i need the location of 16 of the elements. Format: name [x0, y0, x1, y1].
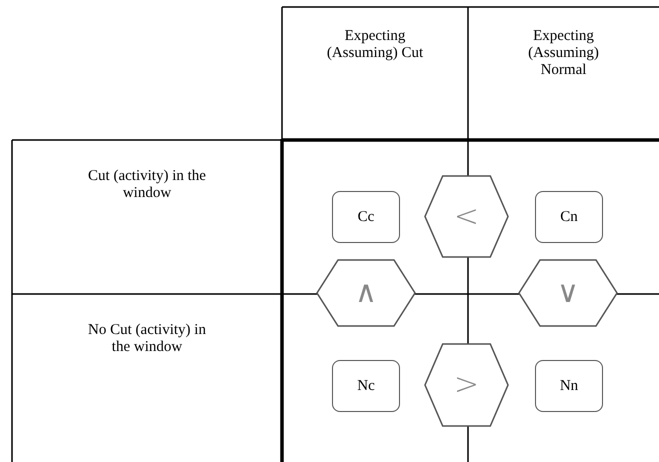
rounded-box	[332, 191, 400, 243]
row-header: No Cut (activity) in the window	[87, 322, 207, 356]
column-header: Expecting (Assuming) Normal	[527, 28, 600, 79]
column-header: Expecting (Assuming) Cut	[326, 28, 424, 62]
rounded-box	[535, 360, 603, 412]
quadrant-label: Cn	[560, 208, 578, 226]
quadrant-label: Cc	[358, 208, 374, 226]
rounded-box	[332, 360, 400, 412]
rounded-box	[535, 191, 603, 243]
quadrant-label: Nc	[357, 378, 375, 394]
row-header: Cut (activity) in the window	[87, 168, 207, 202]
comparison-symbol: >	[454, 369, 480, 401]
comparison-symbol: <	[454, 200, 480, 232]
comparison-symbol: ∧	[355, 277, 377, 309]
comparison-symbol: ∨	[557, 277, 579, 309]
quadrant-label: Nn	[560, 378, 578, 394]
